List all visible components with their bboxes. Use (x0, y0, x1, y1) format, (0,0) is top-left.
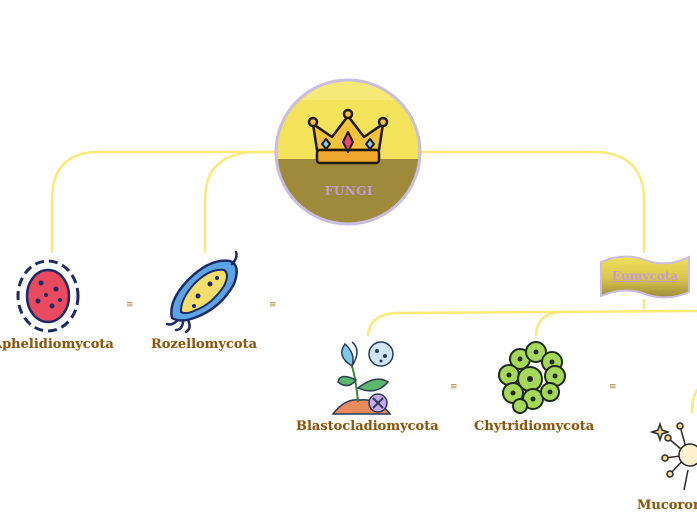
rozellomycota-label[interactable]: Rozellomycota (151, 337, 257, 352)
root-node[interactable] (274, 78, 422, 226)
root-label: FUNGI (324, 184, 374, 198)
aphelidiomycota-note-icon[interactable]: ≡ (126, 300, 134, 310)
connector-eumycota-mucoromycota (690, 388, 697, 414)
blastocladiomycota-note-icon[interactable]: ≡ (450, 382, 458, 392)
aphelidiomycota-label[interactable]: Aphelidiomycota (0, 337, 114, 352)
connector-root-eumycota (418, 150, 646, 254)
connector-eumycota-blastocladiomycota (366, 309, 697, 337)
spore-burst-icon (649, 421, 697, 491)
chytridiomycota-label[interactable]: Chytridiomycota (474, 419, 595, 434)
blastocladiomycota-label[interactable]: Blastocladiomycota (296, 419, 439, 434)
mucoromycota-label[interactable]: Mucoromycota (637, 498, 697, 513)
red-cell-icon (16, 259, 80, 333)
eumycota-flag-node[interactable] (600, 255, 690, 299)
chytridiomycota-note-icon[interactable]: ≡ (609, 382, 617, 392)
flag-banner-icon (600, 255, 690, 299)
crown-icon (307, 108, 389, 165)
connector-root-rozellomycota (203, 150, 278, 254)
rozellomycota-note-icon[interactable]: ≡ (269, 300, 277, 310)
connector-root-aphelidiomycota (50, 150, 278, 254)
connector-eumycota-chytridiomycota (534, 310, 562, 337)
bacterium-icon (165, 250, 238, 334)
plant-microbe-icon (331, 341, 394, 415)
eumycota-label: Eumycota (611, 269, 679, 283)
connector-lines (50, 150, 697, 414)
green-cells-icon (498, 341, 566, 414)
